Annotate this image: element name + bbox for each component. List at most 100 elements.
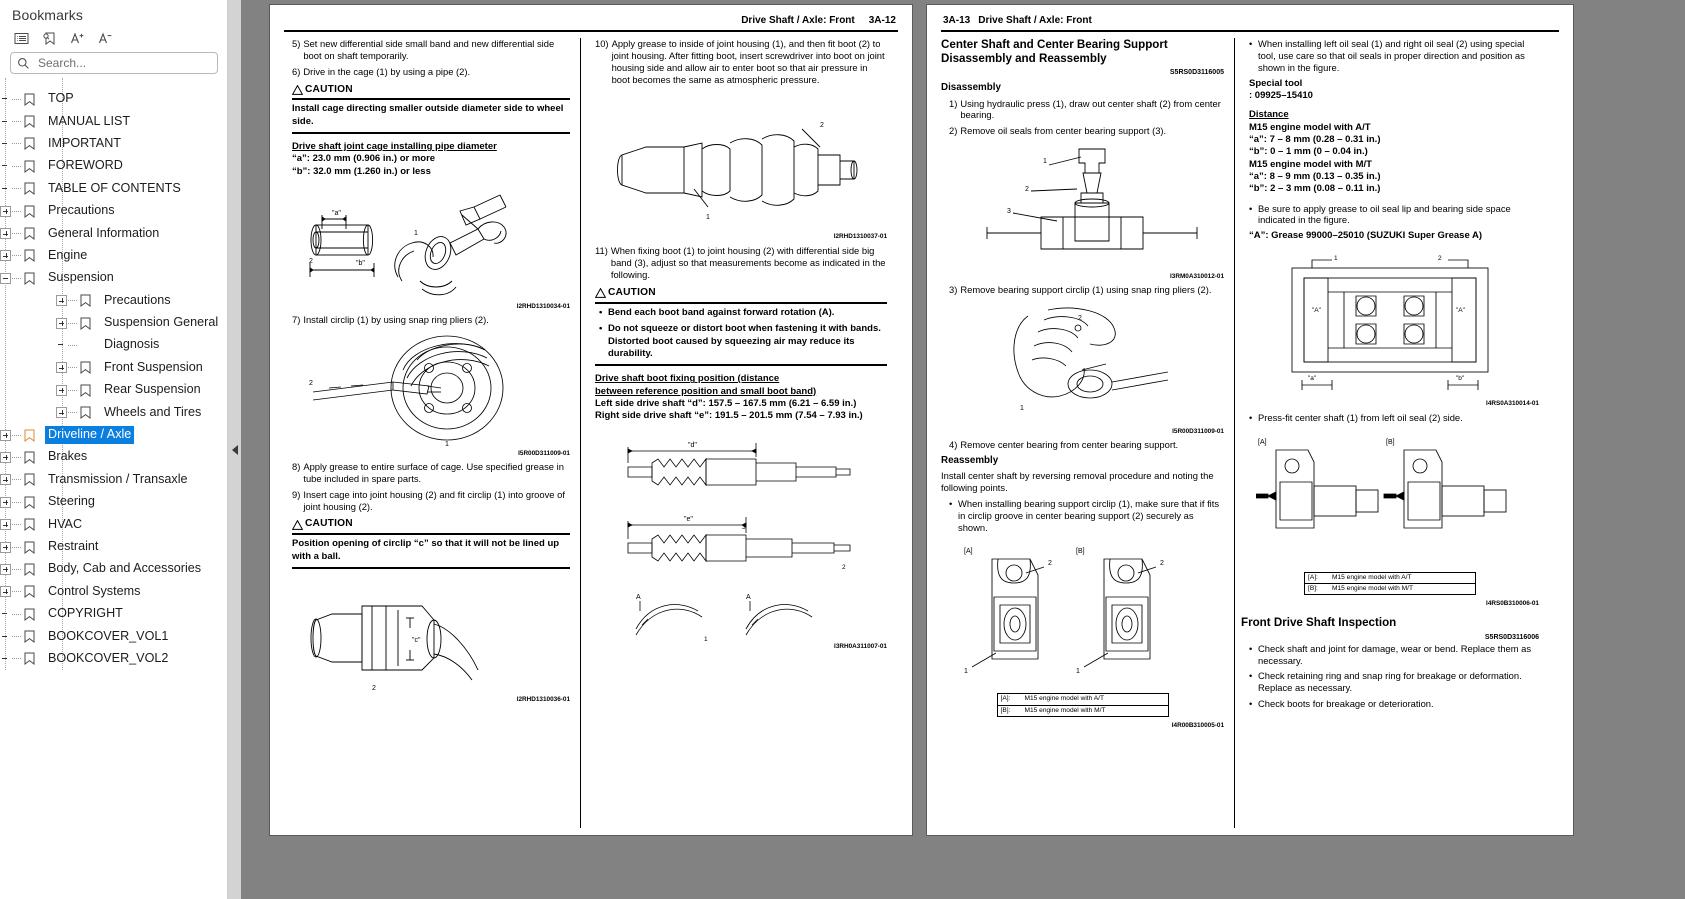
right-page-header-title: Drive Shaft / Axle: Front	[978, 15, 1092, 27]
grease-spec: “A”: Grease 99000–25010 (SUZUKI Super Gr…	[1249, 230, 1539, 242]
svg-text:"b": "b"	[356, 260, 365, 267]
tree-connector	[12, 501, 21, 503]
bookmark-item-hvac[interactable]: HVAC	[0, 513, 227, 535]
bookmark-item-precautions[interactable]: Precautions	[0, 290, 227, 312]
bookmark-item-suspension-general[interactable]: Suspension General	[0, 312, 227, 334]
figure-press-fit-ab: [A] [B]	[1241, 428, 1539, 568]
document-viewer[interactable]: Drive Shaft / Axle: Front 3A-12 5) Set n…	[228, 0, 1685, 899]
expand-icon[interactable]	[0, 250, 11, 262]
bookmark-item-suspension[interactable]: Suspension	[0, 267, 227, 289]
search-box[interactable]	[10, 52, 218, 74]
expand-icon[interactable]	[0, 429, 11, 441]
sidebar-collapse-handle[interactable]	[228, 0, 241, 899]
grease-bullet: • Be sure to apply grease to oil seal li…	[1249, 202, 1511, 226]
expand-icon[interactable]	[0, 205, 11, 217]
figure-circlip-pliers: 1 2	[284, 330, 570, 450]
collapse-icon[interactable]	[0, 272, 11, 284]
bookmark-icon	[24, 518, 40, 532]
bookmark-item-steering[interactable]: Steering	[0, 491, 227, 513]
expand-icon[interactable]	[0, 451, 11, 463]
figure-id-3: I2RHD1310036-01	[516, 695, 570, 703]
expand-icon[interactable]	[0, 474, 11, 486]
expand-icon[interactable]	[0, 519, 11, 531]
bookmark-item-precautions[interactable]: Precautions	[0, 200, 227, 222]
expand-icon[interactable]	[56, 295, 67, 307]
figure-hand-snap-ring-pliers: 1 2	[941, 302, 1224, 428]
spec-pipe-diameter: Drive shaft joint cage installing pipe d…	[292, 141, 570, 178]
caution-text: Position opening of circlip “c” so that …	[292, 538, 560, 562]
legend-row: [A]: M15 engine model with A/T	[997, 694, 1168, 706]
bullet-dot-icon: •	[1249, 38, 1253, 49]
bookmark-add-icon[interactable]	[38, 28, 60, 48]
bookmark-item-control-systems[interactable]: Control Systems	[0, 581, 227, 603]
bookmark-item-copyright[interactable]: COPYRIGHT	[0, 603, 227, 625]
bookmark-item-foreword[interactable]: FOREWORD	[0, 155, 227, 177]
bookmark-label: Brakes	[48, 449, 88, 464]
bookmark-label: BOOKCOVER_VOL1	[48, 628, 169, 643]
expand-icon[interactable]	[0, 541, 11, 553]
column-divider	[1228, 38, 1241, 828]
search-icon	[17, 55, 33, 71]
bookmark-item-manual-list[interactable]: MANUAL LIST	[0, 110, 227, 132]
tree-connector	[12, 434, 21, 436]
bookmark-item-rear-suspension[interactable]: Rear Suspension	[0, 379, 227, 401]
tree-connector	[68, 300, 77, 302]
tree-connector	[12, 613, 21, 615]
bookmark-item-important[interactable]: IMPORTANT	[0, 133, 227, 155]
bookmark-item-restraint[interactable]: Restraint	[0, 536, 227, 558]
bookmark-item-bookcover-vol1[interactable]: BOOKCOVER_VOL1	[0, 625, 227, 647]
expand-icon[interactable]	[56, 384, 67, 396]
bookmark-item-engine[interactable]: Engine	[0, 245, 227, 267]
right-page-number: 3A-13	[943, 15, 971, 27]
tree-connector	[12, 121, 21, 123]
tree-connector	[68, 322, 77, 324]
expand-icon[interactable]	[0, 228, 11, 240]
bookmark-item-wheels-and-tires[interactable]: Wheels and Tires	[0, 401, 227, 423]
font-decrease-icon[interactable]	[94, 28, 116, 48]
bookmark-icon	[24, 272, 40, 285]
bullet-dot-icon: •	[949, 497, 953, 509]
fig-label-a: [A]	[964, 548, 973, 555]
bookmark-label: FOREWORD	[48, 158, 123, 173]
bookmark-item-bookcover-vol2[interactable]: BOOKCOVER_VOL2	[0, 648, 227, 670]
tree-spacer	[0, 183, 11, 194]
expand-icon[interactable]	[56, 407, 67, 419]
bookmark-item-diagnosis[interactable]: Diagnosis	[0, 334, 227, 356]
svg-text:2: 2	[372, 685, 376, 692]
step-text: Drive in the cage (1) by using a pipe (2…	[303, 65, 471, 77]
expand-icon[interactable]	[0, 563, 11, 575]
caution-label: CAUTION	[305, 518, 353, 530]
spec-right-shaft: Right side drive shaft “e”: 191.5 – 201.…	[595, 410, 863, 422]
expand-icon[interactable]	[56, 317, 67, 329]
bookmark-item-top[interactable]: TOP	[0, 88, 227, 110]
step-9: 9) Insert cage into joint housing (2) an…	[284, 489, 570, 513]
bookmark-search	[0, 52, 227, 78]
bookmark-item-transmission-transaxle[interactable]: Transmission / Transaxle	[0, 469, 227, 491]
bookmark-item-table-of-contents[interactable]: TABLE OF CONTENTS	[0, 178, 227, 200]
list-view-icon[interactable]	[10, 28, 32, 48]
bookmark-item-general-information[interactable]: General Information	[0, 222, 227, 244]
bookmark-item-driveline-axle[interactable]: Driveline / Axle	[0, 424, 227, 446]
expand-icon[interactable]	[56, 362, 67, 374]
expand-icon[interactable]	[0, 586, 11, 598]
inspection-bullet-1: • Check shaft and joint for damage, wear…	[1249, 642, 1532, 666]
inspection-bullet-3: • Check boots for breakage or deteriorat…	[1249, 698, 1434, 710]
svg-text:A: A	[746, 594, 751, 601]
tree-connector	[12, 143, 21, 145]
svg-text:"c": "c"	[412, 637, 421, 644]
font-increase-icon[interactable]	[66, 28, 88, 48]
bookmark-label: MANUAL LIST	[48, 113, 131, 128]
tree-connector	[68, 389, 77, 391]
search-input[interactable]	[33, 55, 211, 71]
expand-icon[interactable]	[0, 496, 11, 508]
bookmark-item-brakes[interactable]: Brakes	[0, 446, 227, 468]
bookmark-item-body-cab-and-accessories[interactable]: Body, Cab and Accessories	[0, 558, 227, 580]
bookmark-label: HVAC	[48, 516, 83, 531]
bookmark-icon	[80, 294, 96, 308]
svg-text:A: A	[636, 594, 641, 601]
bullet-dot-icon: •	[599, 306, 603, 318]
bookmark-label: BOOKCOVER_VOL2	[48, 650, 169, 665]
bookmark-item-front-suspension[interactable]: Front Suspension	[0, 357, 227, 379]
page-3A-12: Drive Shaft / Axle: Front 3A-12 5) Set n…	[269, 4, 913, 836]
bullet-dot-icon: •	[1249, 642, 1253, 654]
